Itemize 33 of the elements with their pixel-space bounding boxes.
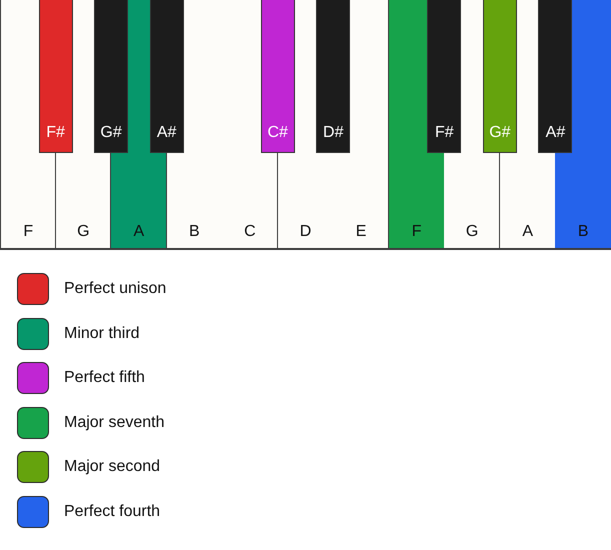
key-label: D (300, 223, 312, 241)
key-label: G# (489, 124, 511, 142)
key-label: F# (435, 124, 454, 142)
sharp-key (427, 0, 462, 153)
key-label: A (522, 223, 533, 241)
legend-label: Perfect fourth (64, 502, 160, 522)
sharp-key (38, 0, 73, 153)
legend-label: Minor third (64, 324, 140, 344)
key-label: D# (323, 124, 344, 142)
key-label: G (466, 223, 478, 241)
key-label: B (578, 223, 589, 241)
key-label: B (189, 223, 200, 241)
key-label: F (23, 223, 34, 241)
key-label: A# (546, 124, 566, 142)
legend-label: Major seventh (64, 412, 164, 432)
sharp-key (538, 0, 572, 153)
key-label: G# (100, 124, 122, 142)
sharp-key (150, 0, 184, 153)
legend-label: Major second (64, 457, 160, 477)
key-label: A# (156, 124, 176, 142)
sharp-key (94, 0, 128, 153)
key-label: F# (46, 124, 65, 142)
key-label: C (244, 223, 256, 241)
key-label: C# (268, 124, 288, 142)
sharp-key (316, 0, 350, 153)
key-label: E (356, 223, 366, 241)
key-label: A (134, 223, 144, 241)
legend-label: Perfect unison (64, 279, 166, 299)
sharp-key (482, 0, 517, 153)
legend-label: Perfect fifth (64, 368, 145, 388)
key-label: F (412, 223, 422, 241)
key-label: G (77, 223, 90, 241)
sharp-key (260, 0, 295, 153)
